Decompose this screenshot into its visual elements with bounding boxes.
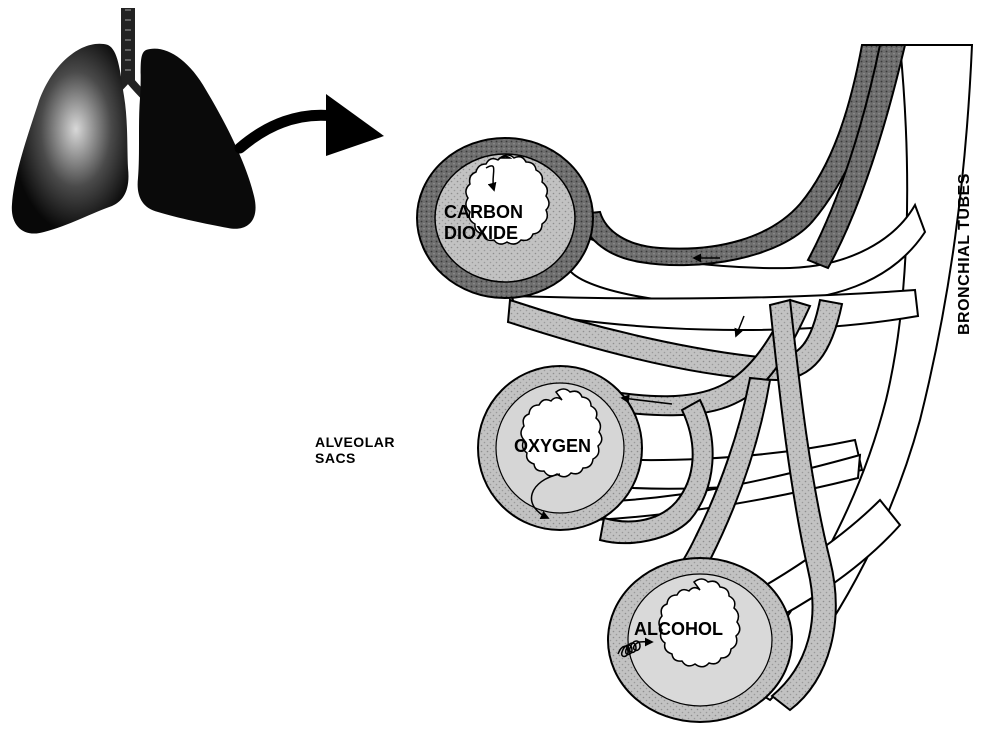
- curved-arrow-icon: [240, 94, 384, 156]
- right-lung: [138, 49, 256, 229]
- carbon-dioxide-label: CARBON DIOXIDE: [444, 202, 523, 243]
- bronchial-tubes-label: BRONCHIAL TUBES: [956, 173, 974, 335]
- alveolar-sacs-label-line1: ALVEOLAR: [315, 434, 395, 450]
- alcohol-label: ALCOHOL: [634, 619, 723, 640]
- alveolar-sacs-label: ALVEOLAR SACS: [315, 434, 395, 466]
- trachea: [121, 8, 135, 82]
- alveolar-sacs-label-line2: SACS: [315, 450, 395, 466]
- alcohol-sac: [608, 558, 792, 722]
- carbon-dioxide-label-line2: DIOXIDE: [444, 223, 523, 244]
- left-lung: [12, 44, 129, 234]
- oxygen-label: OXYGEN: [514, 436, 591, 457]
- carbon-dioxide-label-line1: CARBON: [444, 202, 523, 223]
- lungs-icon: [12, 8, 256, 234]
